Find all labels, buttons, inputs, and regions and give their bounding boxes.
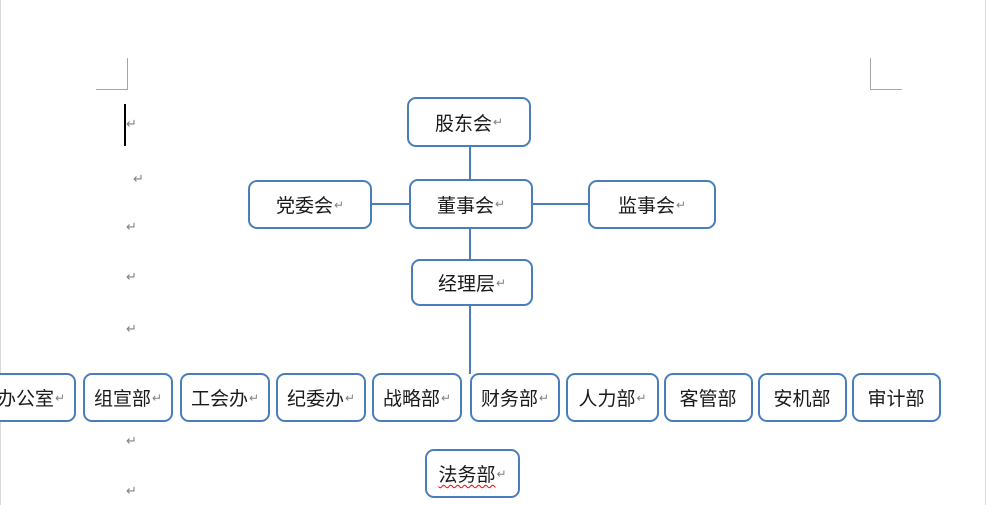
paragraph-mark: ↵: [675, 197, 687, 212]
org-node-strategy[interactable]: 战略部↵: [372, 373, 462, 422]
org-node-label: 工会办: [190, 389, 248, 410]
paragraph-mark: ↵: [126, 433, 137, 448]
connector-shareholders-board: [469, 146, 471, 182]
org-node-union[interactable]: 工会办↵: [180, 373, 270, 422]
org-node-label: 监事会: [617, 196, 675, 217]
margin-crop-mark-top-right: [870, 58, 902, 90]
paragraph-mark: ↵: [495, 275, 507, 290]
paragraph-mark: ↵: [492, 115, 504, 129]
paragraph-mark: ↵: [126, 321, 137, 336]
paragraph-mark: ↵: [440, 390, 452, 405]
connector-party-board: [370, 203, 412, 205]
paragraph-mark: ↵: [496, 466, 507, 481]
org-node-label: 财务部: [480, 389, 538, 410]
paragraph-mark: ↵: [344, 390, 356, 405]
connector-board-supervisors: [533, 203, 588, 205]
paragraph-mark: ↵: [126, 269, 137, 284]
org-node-label: 办公室: [0, 389, 54, 410]
org-node-label: 人力部: [578, 389, 636, 410]
org-node-hr[interactable]: 人力部↵: [566, 373, 659, 422]
org-node-board[interactable]: 董事会↵: [409, 179, 533, 229]
org-node-label: 股东会: [434, 113, 492, 135]
org-node-office[interactable]: 办公室↵: [0, 373, 76, 422]
org-node-label: 安机部: [773, 389, 831, 410]
paragraph-mark: ↵: [636, 390, 647, 405]
org-node-label: 党委会: [275, 196, 333, 217]
paragraph-mark: ↵: [494, 197, 506, 211]
org-node-label: 客管部: [679, 389, 737, 410]
org-node-safety[interactable]: 安机部: [758, 373, 847, 422]
org-node-management[interactable]: 经理层↵: [411, 259, 533, 306]
org-node-propaganda[interactable]: 组宣部↵: [83, 373, 173, 422]
org-node-label: 组宣部: [93, 389, 151, 410]
paragraph-mark: ↵: [54, 390, 66, 405]
paragraph-mark: ↵: [126, 483, 137, 498]
connector-management-departments: [469, 306, 471, 374]
org-node-label: 审计部: [867, 389, 925, 410]
paragraph-mark: ↵: [538, 390, 550, 405]
paragraph-mark: ↵: [126, 219, 137, 234]
paragraph-mark: ↵: [333, 197, 345, 212]
paragraph-mark: ↵: [151, 390, 163, 405]
paragraph-mark: ↵: [133, 171, 144, 186]
org-node-label: 纪委办: [286, 389, 344, 410]
org-node-party-committee[interactable]: 党委会↵: [248, 180, 372, 229]
page-left-edge: [0, 0, 1, 505]
connector-board-management: [469, 228, 471, 260]
org-node-label: 战略部: [382, 389, 440, 410]
paragraph-mark: ↵: [248, 390, 260, 405]
org-node-customer[interactable]: 客管部: [664, 373, 753, 422]
org-node-label: 经理层: [437, 274, 495, 295]
text-caret: [124, 104, 126, 146]
org-node-supervisors[interactable]: 监事会↵: [588, 180, 716, 229]
org-node-audit[interactable]: 审计部: [852, 373, 941, 422]
org-node-label: 法务部: [438, 465, 496, 486]
margin-crop-mark-top-left: [96, 58, 128, 90]
org-node-label: 董事会: [436, 195, 494, 217]
org-node-finance[interactable]: 财务部↵: [470, 373, 560, 422]
paragraph-mark: ↵: [126, 116, 137, 131]
org-node-legal[interactable]: 法务部↵: [425, 449, 520, 498]
org-node-discipline[interactable]: 纪委办↵: [276, 373, 366, 422]
org-node-shareholders[interactable]: 股东会↵: [407, 97, 531, 147]
